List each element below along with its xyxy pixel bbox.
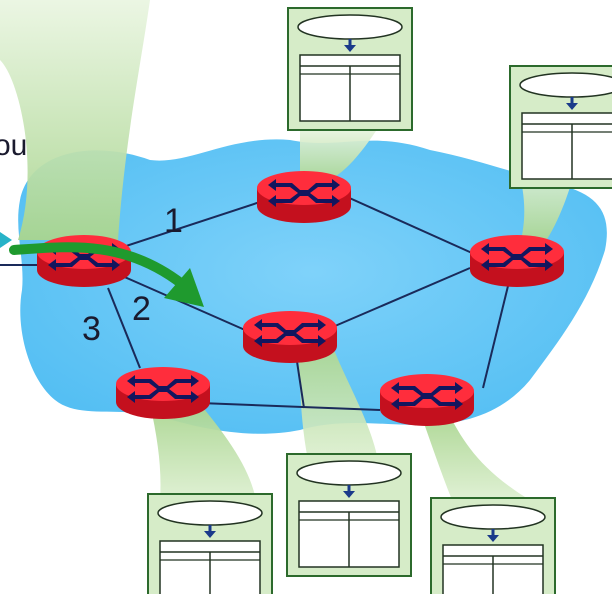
router-center-icon [243,311,337,363]
forward-arrow-icon [9,242,204,307]
forwarding-table-bottom-right [429,496,557,594]
partial-label: ou [0,129,27,162]
forwarding-table-bottom-left [146,492,274,594]
network-cloud [18,139,607,434]
router-bottom-left-icon [116,367,210,419]
link-label-3: 3 [82,310,101,348]
forwarding-table-right [508,64,612,190]
router-bottom-right-icon [380,374,474,426]
forwarding-table-top [286,6,414,132]
link-label-1: 1 [164,202,183,240]
router-right-icon [470,235,564,287]
forwarding-table-center-bottom [285,452,413,578]
incoming-arrow-icon [0,232,12,248]
network-links [0,195,509,411]
link-label-2: 2 [132,290,151,328]
router-top-icon [257,171,351,223]
